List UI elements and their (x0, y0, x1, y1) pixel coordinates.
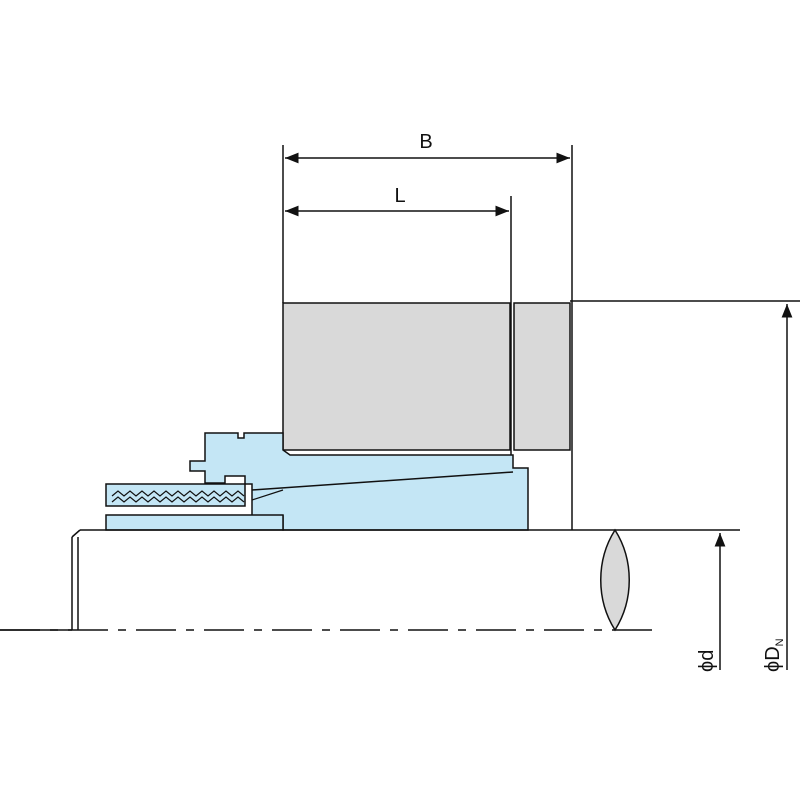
seal-wedge-line (251, 471, 514, 491)
shaft-chamfer (71, 529, 81, 538)
shaft-break-mark (600, 528, 630, 632)
shaft (0, 528, 740, 632)
seal-lower-ring (105, 514, 284, 531)
seal-spring (111, 490, 245, 497)
seal-spring-lower (111, 496, 245, 503)
housing-block-main (282, 302, 511, 451)
seal-wedge-line-2 (251, 489, 284, 501)
dimension-phi-dn: ϕDN (762, 304, 793, 672)
dimension-phi-d-label: ϕd (696, 650, 718, 672)
seal-sleeve (105, 483, 246, 507)
dimension-phi-d: ϕd (696, 533, 726, 672)
dimension-phi-dn-label: ϕDN (762, 638, 786, 672)
dimension-phi-dn-main: ϕD (762, 646, 784, 672)
housing-block (282, 300, 800, 451)
dimension-phi-dn-subscript: N (774, 638, 786, 646)
dimension-b: B (285, 131, 570, 164)
housing-block-right (513, 302, 571, 451)
dimension-l: L (285, 185, 509, 217)
dimension-l-label: L (394, 185, 405, 207)
dimension-b-label: B (419, 131, 432, 153)
